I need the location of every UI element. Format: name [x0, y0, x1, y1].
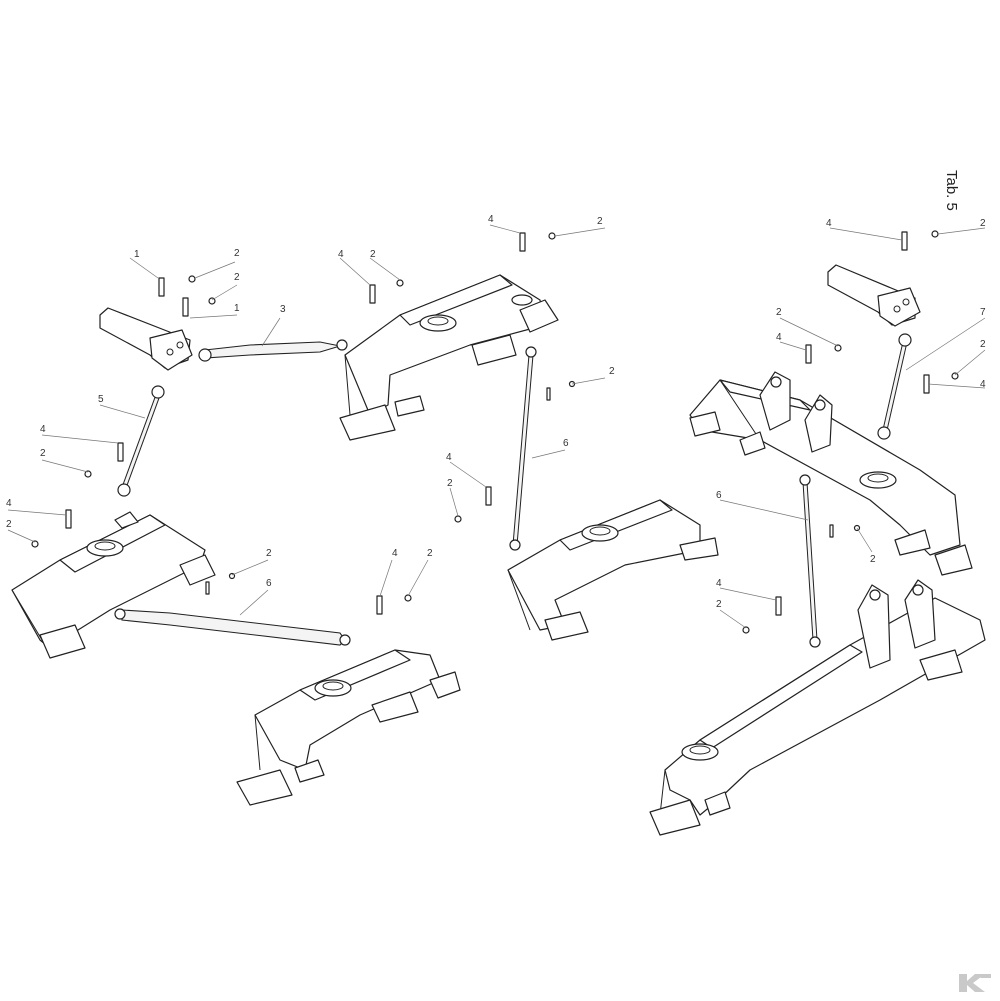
callout-label: 4: [338, 249, 344, 260]
callout-label: 4: [6, 498, 12, 509]
callout-label: 2: [980, 339, 986, 350]
callout-label: 2: [40, 448, 46, 459]
support-frame-left: [11, 511, 216, 659]
callout-label: 2: [6, 519, 12, 530]
support-frame-center-bottom: [236, 649, 461, 806]
callout-labels: 1 2 2 1 3 4 2 5 4 2 4 2 2 6 4 2 4 2 2 6 …: [6, 214, 986, 610]
leader-lines: [7, 224, 986, 629]
callout-label: 4: [716, 578, 722, 589]
stabilizer-link-5: [117, 385, 165, 497]
callout-label: 4: [980, 379, 986, 390]
callout-label: 2: [609, 366, 615, 377]
callout-label: 4: [826, 218, 832, 229]
support-frame-center-right: [507, 499, 719, 641]
callout-label: 7: [980, 307, 986, 318]
callout-label: 2: [716, 599, 722, 610]
callout-label: 3: [280, 304, 286, 315]
pins-and-clips: [31, 230, 959, 634]
stabilizer-link-7: [877, 333, 912, 440]
hitch-bracket-left: [99, 307, 193, 371]
callout-label: 6: [563, 438, 569, 449]
callout-label: 1: [234, 303, 240, 314]
callout-label: 2: [427, 548, 433, 559]
callout-label: 2: [597, 216, 603, 227]
callout-label: 4: [488, 214, 494, 225]
tension-rod-6-left: [114, 608, 351, 646]
callout-label: 6: [266, 578, 272, 589]
callout-label: 2: [776, 307, 782, 318]
callout-label: 2: [234, 248, 240, 259]
callout-label: 2: [870, 554, 876, 565]
callout-label: 2: [266, 548, 272, 559]
callout-label: 2: [370, 249, 376, 260]
brand-logo-icon: [955, 970, 995, 996]
callout-label: 2: [980, 218, 986, 229]
callout-label: 4: [392, 548, 398, 559]
callout-label: 1: [134, 249, 140, 260]
hitch-bracket-right: [827, 264, 921, 327]
tension-rod-6-center: [509, 346, 537, 551]
callout-label: 4: [446, 452, 452, 463]
callout-label: 4: [776, 332, 782, 343]
tension-rod-6-right: [799, 474, 821, 648]
callout-label: 4: [40, 424, 46, 435]
callout-label: 2: [447, 478, 453, 489]
top-link-3: [198, 339, 348, 362]
tab-label: Tab. 5: [943, 170, 960, 211]
callout-label: 2: [234, 272, 240, 283]
support-frame-bottom-right: [649, 579, 986, 836]
callout-label: 6: [716, 490, 722, 501]
callout-label: 5: [98, 394, 104, 405]
support-frame-top-right: [689, 371, 973, 576]
support-frame-top-center: [339, 274, 559, 441]
